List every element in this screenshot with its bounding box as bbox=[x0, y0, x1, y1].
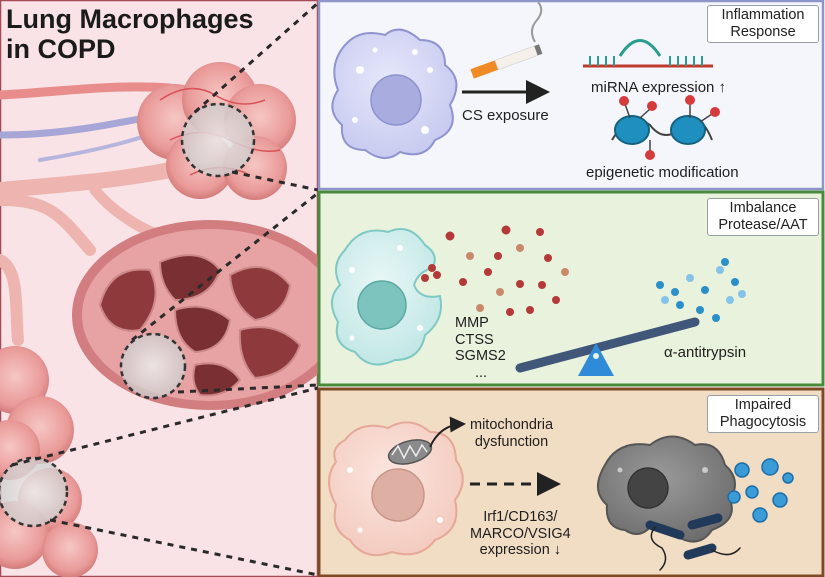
protease-ellipsis: ... bbox=[475, 365, 488, 382]
protease-particles bbox=[421, 225, 569, 316]
seesaw-icon bbox=[515, 317, 700, 376]
mitochondria-dysfunction-label: mitochondria dysfunction bbox=[470, 417, 553, 450]
mirna-expression-label: miRNA expression ↑ bbox=[591, 79, 727, 96]
macrophage-cell-gray bbox=[597, 435, 736, 543]
virus-icons bbox=[727, 458, 794, 523]
macrophage-cell-purple bbox=[331, 28, 458, 159]
cs-exposure-label: CS exposure bbox=[462, 107, 549, 124]
antitrypsin-particles bbox=[656, 258, 746, 322]
alveolar-cluster-middle bbox=[72, 220, 348, 410]
alveolar-cluster-lower bbox=[0, 346, 98, 577]
title-line-1: Lung Macrophages bbox=[6, 4, 254, 34]
tag-line-2: Phagocytosis bbox=[719, 413, 807, 430]
mito-line-1: mitochondria bbox=[470, 417, 554, 433]
epigenetic-nucleosome-icon bbox=[611, 95, 720, 160]
alveolar-cluster-upper bbox=[137, 62, 296, 200]
expr-line-2: MARCO/VSIG4 bbox=[470, 525, 571, 542]
expr-line-3: expression ↓ bbox=[479, 542, 562, 559]
mitochondria-icon bbox=[387, 439, 433, 465]
tag-line-1: Imbalance bbox=[729, 200, 797, 216]
mito-line-2: dysfunction bbox=[474, 433, 549, 450]
antitrypsin-label: α-antitrypsin bbox=[664, 344, 747, 361]
bacteria-icons bbox=[645, 513, 741, 571]
mirna-icon bbox=[583, 39, 713, 68]
tag-line-2: Protease/AAT bbox=[718, 216, 808, 233]
gene-expression-label: Irf1/CD163/ MARCO/VSIG4 expression ↓ bbox=[470, 509, 571, 559]
mito-curve-arrow bbox=[429, 416, 466, 448]
title-line-2: in COPD bbox=[6, 34, 116, 65]
protease-list: MMP CTSS SGMS2 ... bbox=[455, 315, 506, 382]
tag-inflammation-response: Inflammation Response bbox=[707, 5, 819, 43]
macrophage-cell-teal bbox=[331, 228, 442, 366]
protease-ctss: CTSS bbox=[455, 331, 494, 348]
expr-line-1: Irf1/CD163/ bbox=[483, 509, 558, 525]
zoom-connector-lines bbox=[11, 1, 319, 577]
epigenetic-modification-label: epigenetic modification bbox=[586, 164, 739, 181]
protease-sgms2: SGMS2 bbox=[455, 348, 506, 365]
cigarette-icon bbox=[470, 1, 543, 79]
protease-mmp: MMP bbox=[455, 315, 489, 331]
tag-imbalance-protease: Imbalance Protease/AAT bbox=[707, 198, 819, 236]
tag-line-1: Inflammation bbox=[721, 7, 805, 23]
figure-title: Lung Macrophages in COPD bbox=[6, 4, 254, 64]
tag-line-2: Response bbox=[730, 23, 796, 40]
tag-line-1: Impaired bbox=[734, 397, 792, 413]
macrophage-cell-peach bbox=[328, 421, 464, 556]
left-panel bbox=[0, 0, 348, 577]
tag-impaired-phagocytosis: Impaired Phagocytosis bbox=[707, 395, 819, 433]
